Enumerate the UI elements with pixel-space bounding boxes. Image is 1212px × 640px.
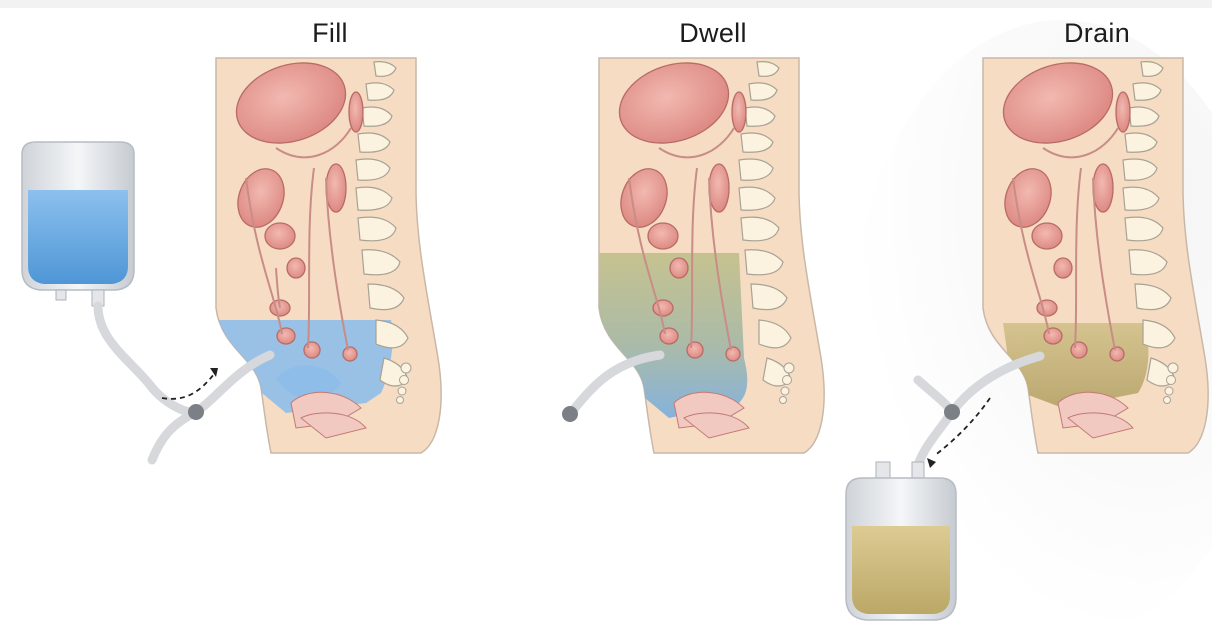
fill-connector [188, 404, 204, 420]
fill-arrowhead [210, 368, 218, 377]
pd-diagram: Fill Dwell Drain [0, 0, 1212, 627]
dwell-cap [562, 406, 578, 422]
torso-panel-dwell [599, 50, 824, 453]
fresh-dialysate-bag [22, 142, 134, 306]
drain-tube-out [918, 412, 952, 465]
drain-catheter [918, 356, 1040, 412]
drain-connector [944, 404, 960, 420]
diagram-canvas [0, 0, 1212, 627]
drain-arrowhead [927, 458, 936, 468]
torso-panel-fill [216, 50, 441, 453]
waste-drain-bag [846, 462, 956, 620]
fill-flow-arrow [162, 374, 214, 399]
torso-panel-drain [983, 50, 1208, 453]
fill-tube-in [98, 306, 196, 413]
